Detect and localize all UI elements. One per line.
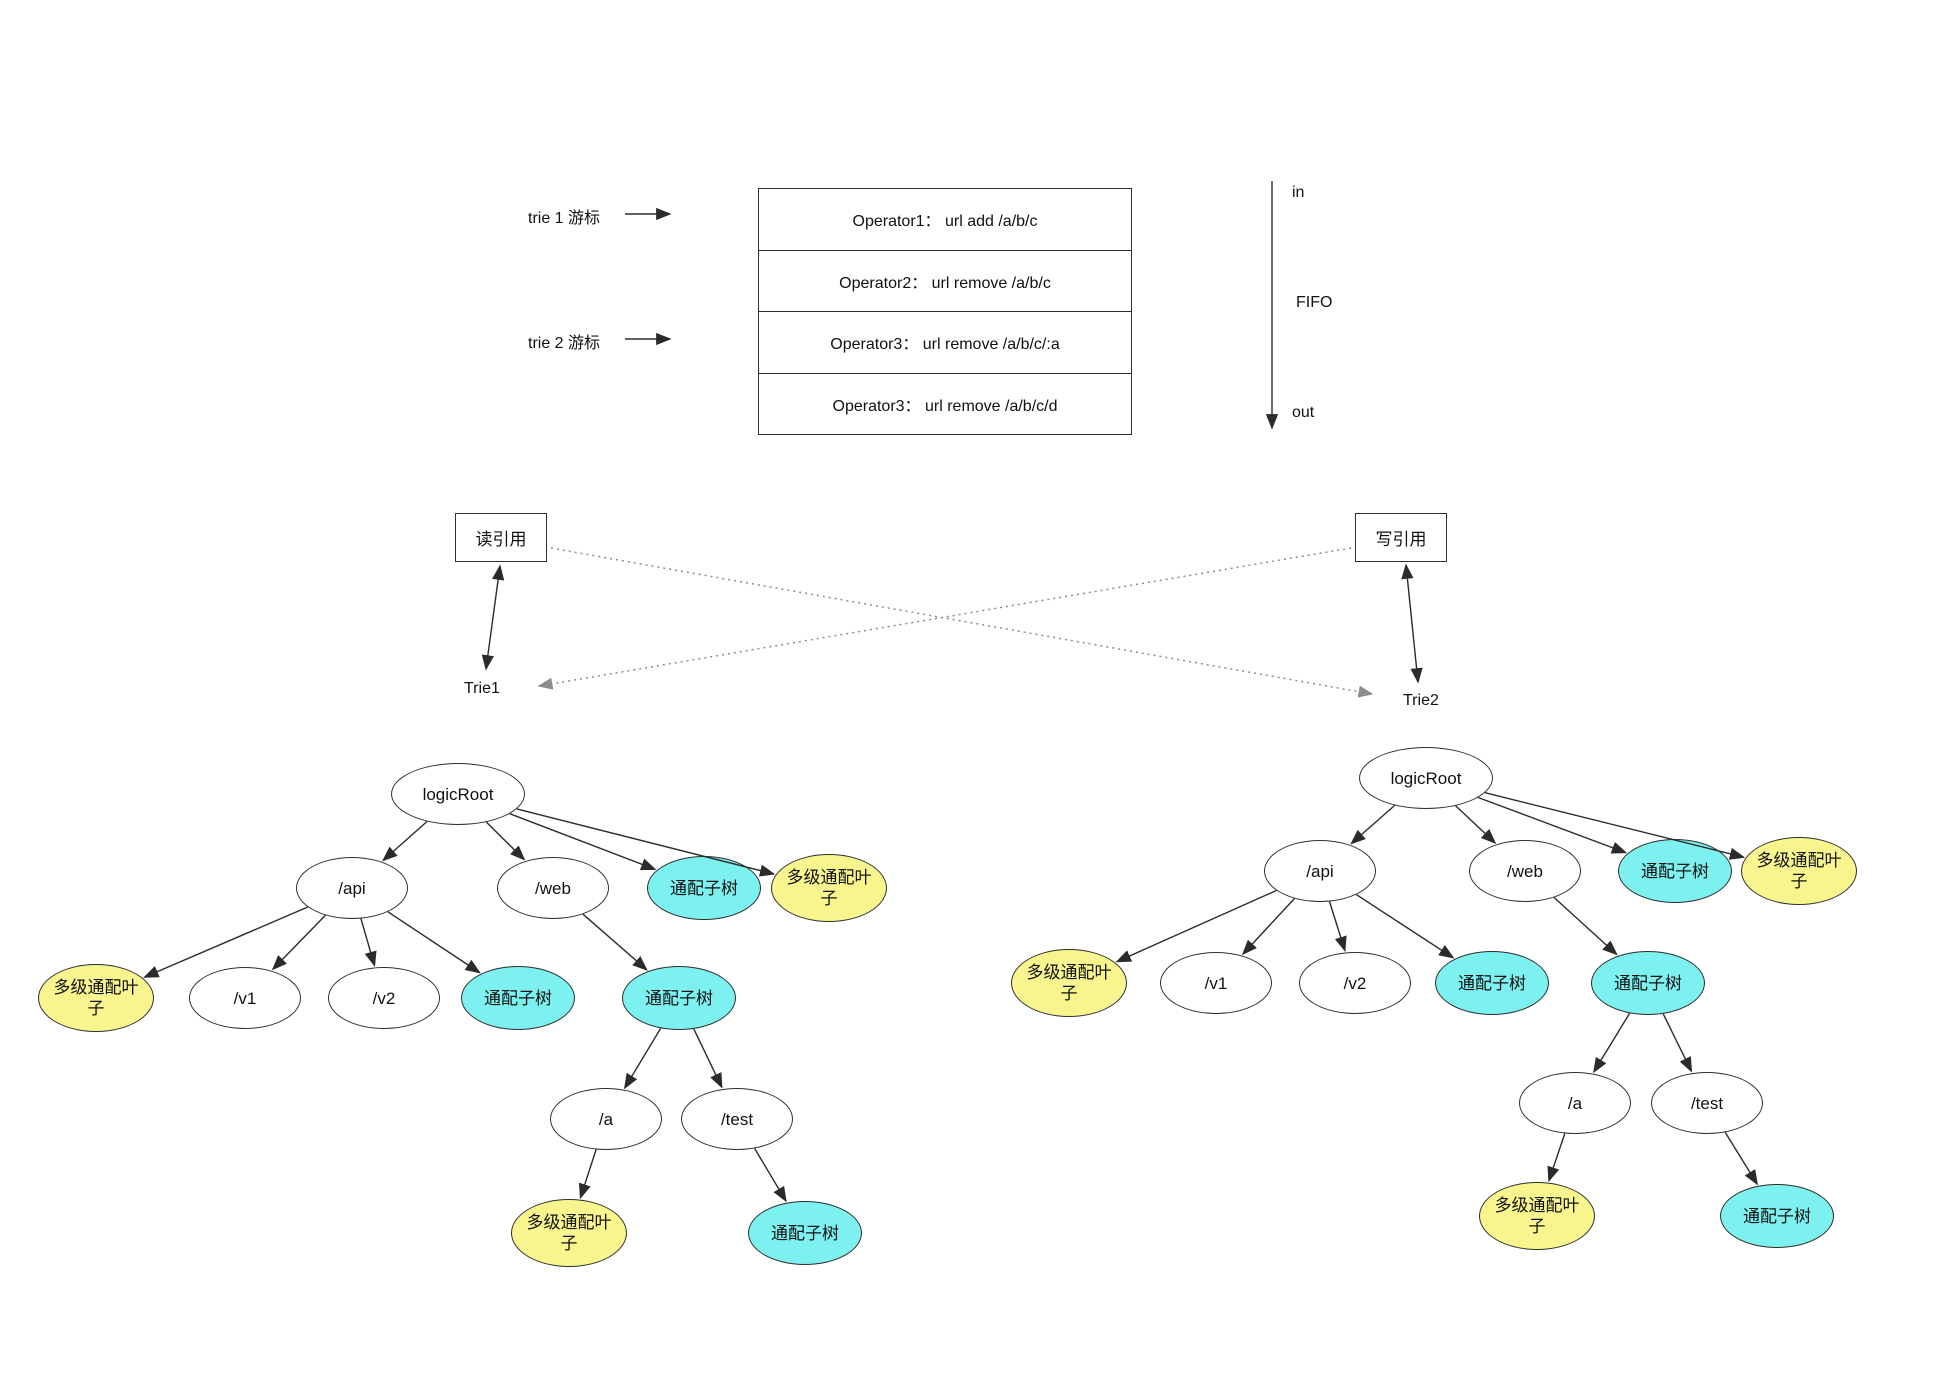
tree-edge — [1547, 1133, 1566, 1183]
trie2-cursor-label: trie 2 游标 — [528, 335, 601, 352]
tree-edge — [1115, 889, 1277, 963]
tree-edge — [1662, 1013, 1693, 1073]
tree-edge — [1593, 1012, 1631, 1074]
trie2-node-logicroot: logicRoot — [1359, 747, 1493, 809]
trie1-node-wildcard-subtree-web: 通配子树 — [622, 966, 736, 1030]
trie2-node-wildcard-subtree-root: 通配子树 — [1618, 839, 1732, 903]
trie2-node-v1: /v1 — [1160, 952, 1272, 1014]
trie1-cursor-label: trie 1 游标 — [528, 210, 601, 227]
trie2-node-v2: /v2 — [1299, 952, 1411, 1014]
tree-edge — [582, 913, 648, 971]
tree-edge — [693, 1028, 723, 1089]
queue-row-operator3a: Operator3： url remove /a/b/c/:a — [759, 312, 1131, 374]
trie1-node-web: /web — [497, 857, 609, 919]
trie2-node-multilevel-leaf-root: 多级通配叶子 — [1741, 837, 1857, 905]
tree-edge — [1455, 805, 1497, 844]
tree-edge — [578, 1149, 597, 1200]
tree-edge — [1553, 896, 1618, 956]
tree-edge — [1350, 804, 1396, 845]
trie1-node-a: /a — [550, 1088, 662, 1150]
tree-edge — [1241, 898, 1295, 956]
trie2-node-web: /web — [1469, 840, 1581, 902]
trie1-node-multilevel-leaf-a: 多级通配叶子 — [511, 1199, 627, 1267]
trie1-node-wildcard-subtree-root: 通配子树 — [647, 856, 761, 920]
tree-edge — [271, 914, 326, 971]
tree-edge — [485, 821, 526, 861]
queue-row-operator1: Operator1： url add /a/b/c — [759, 189, 1131, 251]
queue-row-operator3b: Operator3： url remove /a/b/c/d — [832, 397, 1058, 415]
read-ref-trie1-arrow — [481, 564, 505, 671]
read-ref-trie2-dotted-arrow — [550, 547, 1374, 698]
trie2-node-test: /test — [1651, 1072, 1763, 1134]
operator-queue: Operator1： url add /a/b/c Operator2： url… — [758, 188, 1132, 435]
tree-edge — [387, 911, 481, 974]
trie1-node-wildcard-subtree-api: 通配子树 — [461, 966, 575, 1030]
trie2-node-wildcard-subtree-test: 通配子树 — [1720, 1184, 1834, 1248]
fifo-in-label: in — [1292, 184, 1305, 201]
write-ref-trie2-arrow — [1401, 563, 1423, 684]
read-reference-box: 读引用 — [455, 513, 547, 562]
queue-row-operator2: Operator2： url remove /a/b/c — [759, 251, 1131, 312]
tree-edge — [1724, 1131, 1759, 1186]
trie1-node-v2: /v2 — [328, 967, 440, 1029]
fifo-label: FIFO — [1296, 294, 1333, 311]
tree-edge — [1355, 894, 1455, 959]
trie2-node-wildcard-subtree-web: 通配子树 — [1591, 951, 1705, 1015]
tree-edge — [360, 918, 377, 967]
trie2-node-multilevel-leaf-api: 多级通配叶子 — [1011, 949, 1127, 1017]
trie1-node-api: /api — [296, 857, 408, 919]
tree-edge — [624, 1027, 662, 1090]
trie2-node-a: /a — [1519, 1072, 1631, 1134]
trie2-label: Trie2 — [1403, 692, 1439, 709]
trie1-node-logicroot: logicRoot — [391, 763, 525, 825]
tree-edge — [143, 906, 309, 978]
trie2-node-api: /api — [1264, 840, 1376, 902]
trie2-node-multilevel-leaf-a: 多级通配叶子 — [1479, 1182, 1595, 1250]
trie1-node-multilevel-leaf-api: 多级通配叶子 — [38, 964, 154, 1032]
trie1-node-v1: /v1 — [189, 967, 301, 1029]
trie1-node-test: /test — [681, 1088, 793, 1150]
trie1-label: Trie1 — [464, 680, 500, 697]
trie1-node-wildcard-subtree-test: 通配子树 — [748, 1201, 862, 1265]
fifo-out-label: out — [1292, 404, 1315, 421]
trie2-node-wildcard-subtree-api: 通配子树 — [1435, 951, 1549, 1015]
write-ref-trie1-dotted-arrow — [537, 547, 1352, 690]
write-reference-box: 写引用 — [1355, 513, 1447, 562]
tree-edge — [753, 1148, 787, 1203]
tree-edge — [382, 820, 428, 862]
tree-edge — [1328, 901, 1347, 952]
trie1-node-multilevel-leaf-root: 多级通配叶子 — [771, 854, 887, 922]
